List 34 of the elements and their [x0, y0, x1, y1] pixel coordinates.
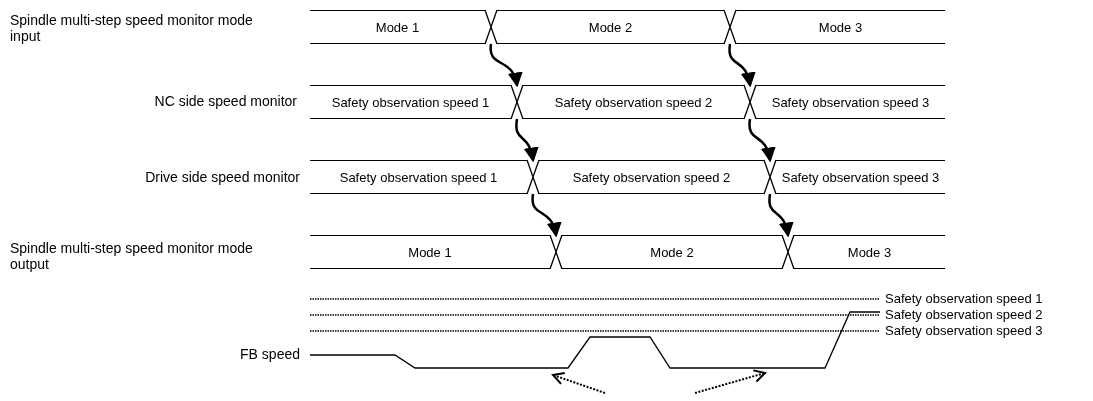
arrow [531, 193, 561, 238]
transition-cross [526, 159, 540, 195]
threshold-label: Safety observation speed 2 [885, 307, 1044, 322]
arrow [515, 118, 538, 163]
transition-cross [781, 234, 795, 270]
arrow [748, 118, 775, 163]
transition-cross [510, 84, 524, 120]
transition-cross [484, 9, 498, 45]
signal-segment: Safety observation speed 3 [776, 160, 945, 194]
signal-segment: Safety observation speed 2 [539, 160, 764, 194]
signal-segment: Mode 3 [794, 235, 945, 269]
threshold-label: Safety observation speed 1 [885, 291, 1044, 306]
transition-cross [723, 9, 737, 45]
signal-name: Drive side speed monitor [144, 169, 300, 185]
signal-name: Spindle multi-step speed monitor mode input [10, 12, 254, 44]
transition-cross [763, 159, 777, 195]
signal-segment: Safety observation speed 1 [310, 85, 511, 119]
signal-segment: Safety observation speed 2 [523, 85, 744, 119]
transition-cross [549, 234, 563, 270]
signal-segment: Safety observation speed 3 [756, 85, 945, 119]
arrow [489, 43, 522, 88]
signal-name: FB speed [239, 346, 300, 362]
signal-segment: Safety observation speed 1 [310, 160, 527, 194]
arrow [728, 43, 755, 88]
threshold-label: Safety observation speed 3 [885, 323, 1044, 338]
signal-segment: Mode 1 [310, 235, 550, 269]
transition-cross [743, 84, 757, 120]
signal-name: NC side speed monitor [153, 93, 297, 109]
signal-name: Spindle multi-step speed monitor mode output [10, 240, 254, 272]
signal-segment: Mode 1 [310, 10, 485, 44]
signal-segment: Mode 2 [497, 10, 724, 44]
signal-segment: Mode 2 [562, 235, 782, 269]
arrow [768, 193, 793, 238]
signal-segment: Mode 3 [736, 10, 945, 44]
